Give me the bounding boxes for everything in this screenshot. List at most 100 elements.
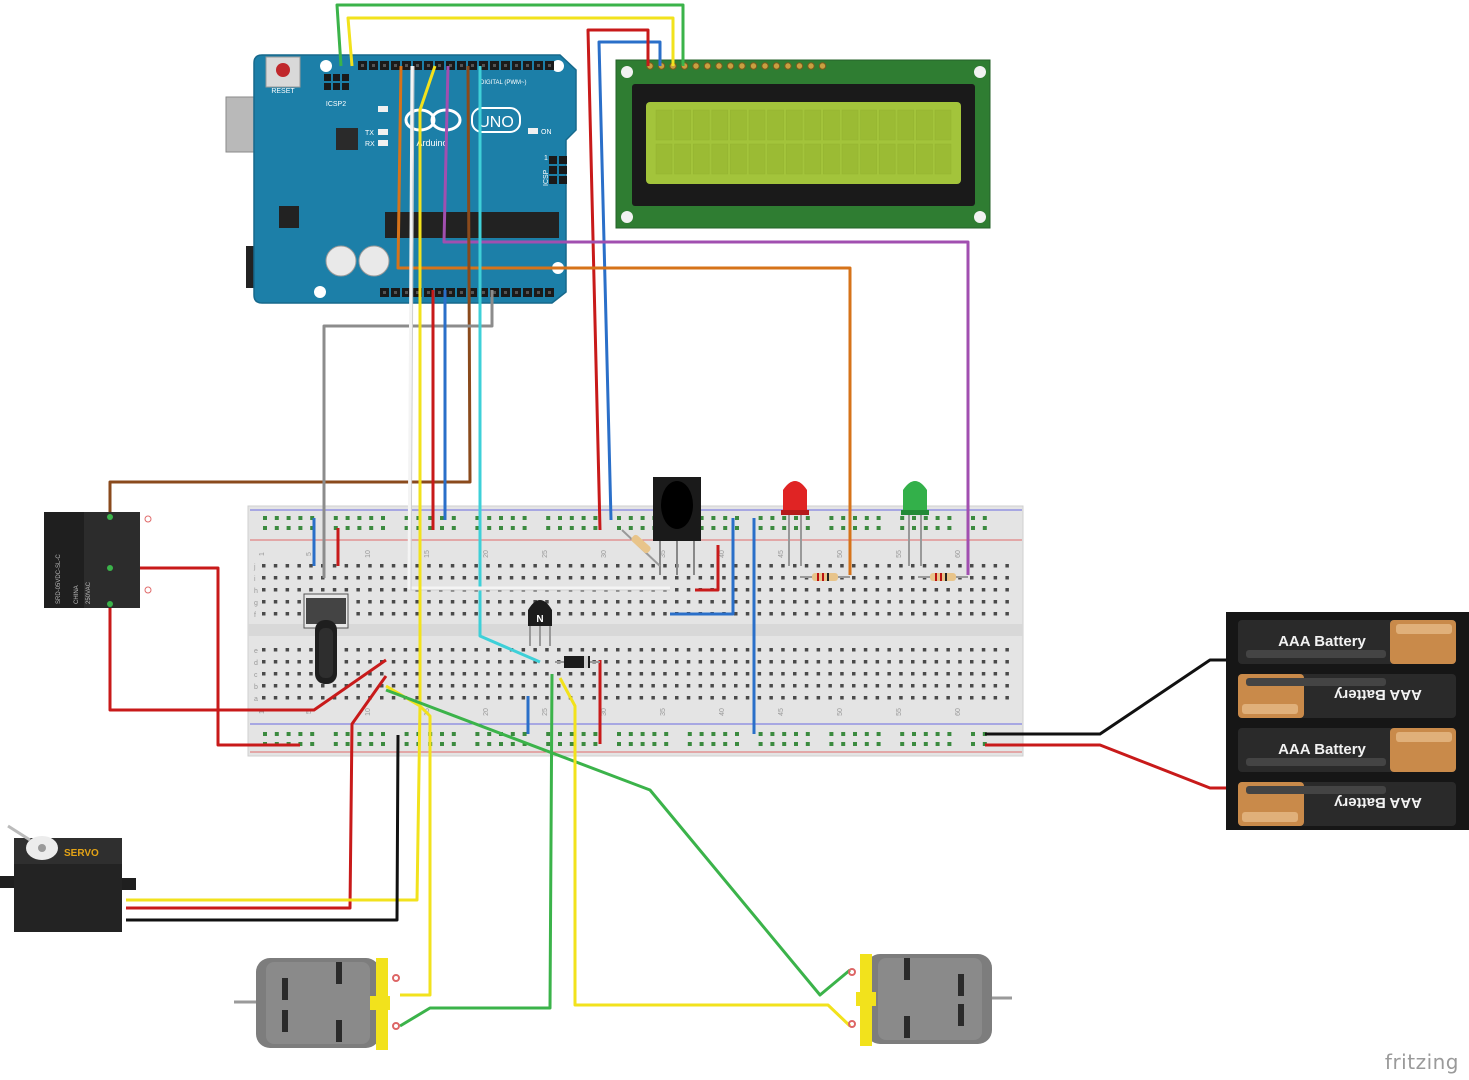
tie-hole <box>297 696 301 700</box>
tie-hole <box>368 672 372 676</box>
lcd-char-cell <box>767 109 784 141</box>
tie-hole <box>816 600 821 604</box>
tie-hole <box>840 684 844 688</box>
rail-hole <box>617 526 621 530</box>
tie-hole <box>745 564 750 568</box>
tie-hole <box>486 696 490 700</box>
rail-hole <box>723 516 728 520</box>
tie-hole <box>804 588 809 592</box>
rail-hole <box>286 732 291 736</box>
rail-hole <box>558 526 562 530</box>
tie-hole <box>285 648 290 652</box>
tie-hole <box>509 672 514 676</box>
tie-hole <box>439 612 443 616</box>
rail-hole <box>640 526 645 530</box>
tie-hole <box>663 672 667 676</box>
rail-hole <box>864 732 869 736</box>
rail-hole <box>723 742 728 746</box>
tie-hole <box>403 564 408 568</box>
tie-hole <box>757 648 762 652</box>
tie-hole <box>828 612 832 616</box>
tie-hole <box>273 612 278 616</box>
rail-hole <box>982 732 987 736</box>
row-letter: h <box>254 588 258 595</box>
rail-hole <box>510 516 515 520</box>
tie-hole <box>981 684 986 688</box>
digital-label: DIGITAL (PWM~) <box>480 80 527 86</box>
row-letter: e <box>254 648 258 655</box>
tie-hole <box>899 564 903 568</box>
tie-hole <box>344 660 349 664</box>
tie-hole <box>675 672 679 676</box>
tie-hole <box>533 672 537 676</box>
tie-hole <box>568 684 573 688</box>
tie-hole <box>911 612 915 616</box>
tie-hole <box>273 672 278 676</box>
rail-hole <box>522 526 527 530</box>
row-letter: f <box>254 612 256 619</box>
tie-hole <box>875 684 880 688</box>
rail-hole <box>923 516 928 520</box>
tie-hole <box>439 660 443 664</box>
tie-hole <box>970 696 974 700</box>
lcd-char-cell <box>674 143 691 175</box>
tie-hole <box>781 648 785 652</box>
rail-hole <box>404 526 409 530</box>
tie-hole <box>911 684 915 688</box>
row-letter: g <box>254 600 258 607</box>
tie-hole <box>722 648 726 652</box>
column-number-top: 45 <box>778 550 785 558</box>
tie-hole <box>356 648 360 652</box>
tie-hole <box>781 684 785 688</box>
reset-label: RESET <box>271 88 295 95</box>
tie-hole <box>285 564 290 568</box>
tie-hole <box>828 684 832 688</box>
dc-motor-left <box>234 958 400 1050</box>
rail-hole <box>499 742 503 746</box>
lcd-char-cell <box>897 109 915 141</box>
tie-hole <box>946 660 950 664</box>
reset-button[interactable] <box>276 63 290 77</box>
tie-hole <box>262 564 266 568</box>
rail-hole <box>841 516 846 520</box>
tie-hole <box>580 576 585 580</box>
rail-hole <box>876 526 881 530</box>
tie-hole <box>509 696 514 700</box>
tie-hole <box>651 612 655 616</box>
tie-hole <box>875 648 880 652</box>
atmega-chip <box>385 212 559 238</box>
tie-hole <box>580 564 585 568</box>
tie-hole <box>462 612 467 616</box>
rail-hole <box>628 742 633 746</box>
rail-hole <box>369 742 374 746</box>
tie-hole <box>557 696 561 700</box>
tie-hole <box>592 648 596 652</box>
tie-hole <box>970 648 974 652</box>
lcd-pin <box>726 62 735 70</box>
tie-hole <box>439 576 443 580</box>
tie-hole <box>710 600 714 604</box>
rail-hole <box>864 516 869 520</box>
rail-hole <box>711 742 716 746</box>
tie-hole <box>486 600 490 604</box>
tie-hole <box>710 648 714 652</box>
rail-hole <box>263 516 267 520</box>
icsp-pin <box>559 156 567 164</box>
tie-hole <box>745 684 750 688</box>
tie-hole <box>722 576 726 580</box>
tie-hole <box>722 696 726 700</box>
lcd-char-cell <box>748 143 766 175</box>
column-number-top: 20 <box>483 550 490 558</box>
tie-hole <box>887 660 891 664</box>
tie-hole <box>415 696 419 700</box>
tie-hole <box>498 600 502 604</box>
tie-hole <box>745 648 750 652</box>
tie-hole <box>498 612 502 616</box>
tie-hole <box>344 648 349 652</box>
rail-hole <box>381 526 385 530</box>
tie-hole <box>981 696 986 700</box>
tie-hole <box>686 660 691 664</box>
diode <box>555 656 600 668</box>
rail-hole <box>805 742 810 746</box>
lcd-char-cell <box>916 143 933 175</box>
